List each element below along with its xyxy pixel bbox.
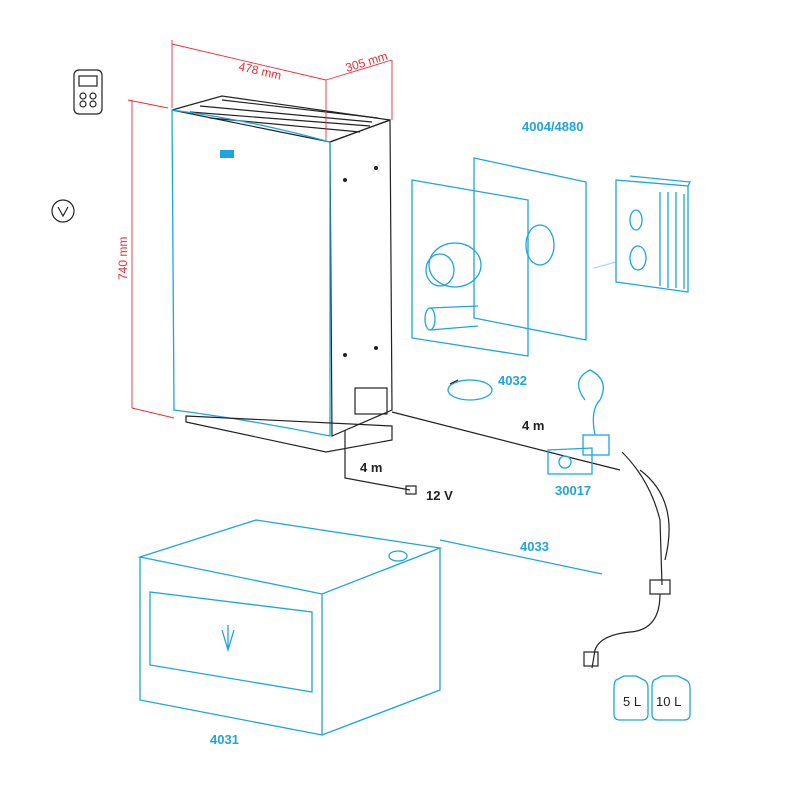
label-voltage: 12 V bbox=[426, 488, 453, 503]
cabinet-4031 bbox=[137, 519, 443, 736]
heater-unit bbox=[171, 95, 393, 453]
dimension-width: 478 mm bbox=[237, 59, 282, 82]
label-flue-kit: 4004/4880 bbox=[522, 119, 583, 134]
dimension-height: 740 mm bbox=[116, 237, 130, 280]
flue-kit bbox=[411, 157, 692, 357]
power-plug-icon bbox=[405, 485, 417, 495]
label-rod: 4033 bbox=[520, 539, 549, 554]
sensor-icon bbox=[51, 199, 75, 223]
label-main-cable-length: 4 m bbox=[522, 418, 544, 433]
power-cable bbox=[344, 430, 411, 491]
label-valve: 30017 bbox=[555, 483, 591, 498]
tank-5l bbox=[613, 675, 649, 721]
tank-10l-label: 10 L bbox=[656, 694, 681, 709]
label-power-cable-length: 4 m bbox=[360, 460, 382, 475]
valve-30017 bbox=[547, 369, 610, 475]
label-hose: 4032 bbox=[498, 373, 527, 388]
tank-5l-label: 5 L bbox=[623, 694, 641, 709]
drain-line bbox=[583, 451, 671, 669]
main-cable bbox=[391, 411, 621, 471]
label-cabinet: 4031 bbox=[210, 732, 239, 747]
dimension-lines bbox=[127, 40, 393, 419]
rod-4033 bbox=[439, 539, 603, 575]
hose-4032 bbox=[447, 379, 493, 401]
control-panel-icon bbox=[73, 69, 103, 115]
tank-10l bbox=[651, 675, 691, 721]
dimension-depth: 305 mm bbox=[344, 49, 390, 75]
